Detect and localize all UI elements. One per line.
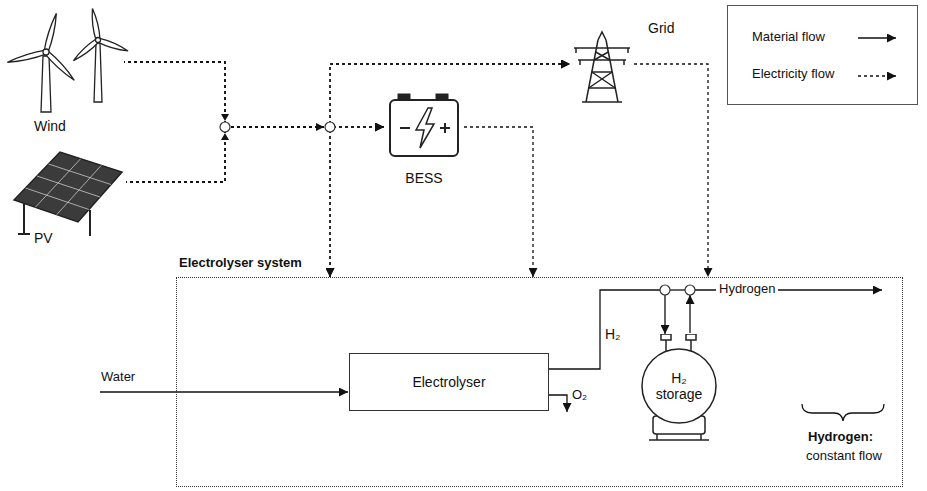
flow-label: H₂ — [605, 326, 621, 342]
legend-sample — [858, 38, 896, 76]
node-label: H₂ storage — [651, 370, 707, 402]
pv-panel — [14, 152, 122, 236]
material-flow-arrow — [549, 290, 665, 369]
node-label: Wind — [34, 118, 66, 134]
electricity-flow-arrow — [124, 62, 384, 127]
node-label: Grid — [648, 20, 674, 36]
electricity-flow-arrow — [126, 64, 570, 182]
material-flow-line — [100, 290, 882, 412]
pv-icon: PV — [14, 150, 126, 250]
junction-arrow — [221, 114, 324, 140]
node-label: Electrolyser — [350, 374, 548, 390]
output-label: Hydrogen — [716, 282, 778, 297]
electricity-flow-arrow — [464, 127, 533, 277]
node-label: Electrolyser system — [179, 256, 302, 271]
note-text: constant flow — [806, 449, 882, 464]
process-box: Electrolyser — [349, 353, 549, 411]
battery-icon: BESS — [384, 92, 464, 188]
output-label: O₂ — [572, 388, 587, 403]
battery-symbol — [390, 94, 458, 156]
pylon-symbol — [574, 32, 630, 102]
grid-icon: Grid — [570, 30, 634, 104]
node-label: BESS — [384, 170, 464, 186]
legend-box — [727, 5, 918, 105]
electricity-flow-arrow — [124, 62, 330, 277]
brace — [802, 404, 884, 421]
input-label: Water — [101, 370, 135, 385]
legend-text: Electricity flow — [752, 67, 834, 82]
wind-turbine — [7, 8, 129, 112]
node-label: PV — [34, 230, 53, 246]
electricity-flow-arrow — [124, 62, 570, 127]
system-boundary: Electrolyser systemElectrolyserH₂ storag… — [176, 277, 903, 487]
electricity-flow-arrow — [126, 127, 330, 277]
electricity-flow-arrow — [126, 127, 384, 182]
storage-tank: H₂ storage — [639, 334, 719, 444]
electricity-flow-arrow — [634, 64, 708, 277]
note-heading: Hydrogen: — [808, 430, 873, 445]
legend-text: Material flow — [752, 30, 825, 45]
wind-icon: Wind — [14, 4, 124, 142]
